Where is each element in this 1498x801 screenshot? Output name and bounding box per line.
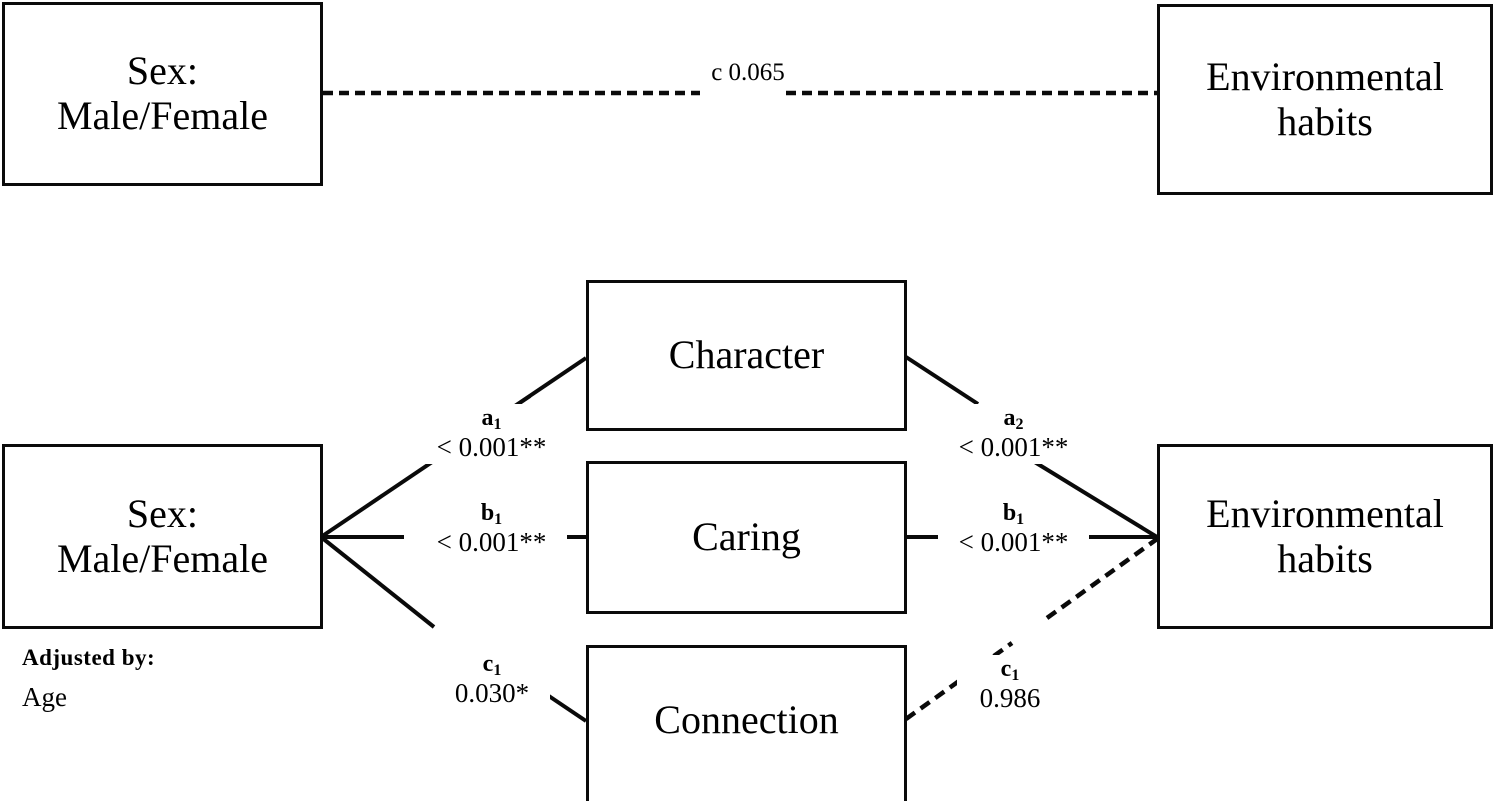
node-mediator-caring-label: Caring [692,514,801,560]
node-mediator-character-label: Character [668,332,825,378]
edge-label-c1-left-coefficient: c1 [482,651,502,679]
node-mediator-connection[interactable]: Connection [586,645,907,801]
node-bottom-outcome-label: Environmental habits [1206,490,1444,581]
edge-label-a1: a1 < 0.001** [416,404,567,465]
node-top-predictor-sex[interactable]: Sex: Male/Female [2,2,323,186]
node-bottom-predictor-sex[interactable]: Sex: Male/Female [2,444,323,629]
edge-label-b1-left-coefficient: b1 [480,500,503,528]
node-top-outcome-label: Environmental habits [1206,53,1444,144]
node-top-predictor-label: Sex: Male/Female [56,48,269,138]
edge-label-a2-coefficient: a2 [1003,405,1024,433]
node-mediator-connection-label: Connection [654,697,839,743]
node-mediator-character[interactable]: Character [586,280,907,431]
edge-label-b1-left-pvalue: < 0.001** [436,527,547,558]
edge-label-a1-coefficient: a1 [481,405,502,433]
covariate-heading: Adjusted by: [22,645,156,670]
node-top-outcome-environmental-habits[interactable]: Environmental habits [1157,4,1493,195]
covariate-value: Age [22,682,67,712]
edge-label-a1-pvalue: < 0.001** [436,432,547,463]
node-bottom-predictor-label: Sex: Male/Female [56,490,269,581]
edge-label-c1-left: c1 0.030* [434,650,550,711]
edge-label-c1-right: c1 0.986 [957,655,1063,716]
edge-label-a2: a2 < 0.001** [938,404,1089,465]
edge-label-b1-right-pvalue: < 0.001** [958,527,1069,558]
edge-label-a2-pvalue: < 0.001** [958,432,1069,463]
edge-label-b1-right-coefficient: b1 [1002,500,1025,528]
edge-label-c1-left-pvalue: 0.030* [454,678,530,709]
edge-label-c1-right-pvalue: 0.986 [979,683,1041,714]
edge-label-b1-left: b1 < 0.001** [416,499,567,560]
edge-label-top-direct: c 0.065 [700,58,796,88]
edge-label-c1-right-coefficient: c1 [1000,656,1020,684]
node-mediator-caring[interactable]: Caring [586,461,907,614]
node-bottom-outcome-environmental-habits[interactable]: Environmental habits [1157,444,1493,629]
edge-label-top-direct-text: c 0.065 [711,59,785,86]
edge-label-b1-right: b1 < 0.001** [938,499,1089,560]
edge-character-to-habits [904,355,980,406]
